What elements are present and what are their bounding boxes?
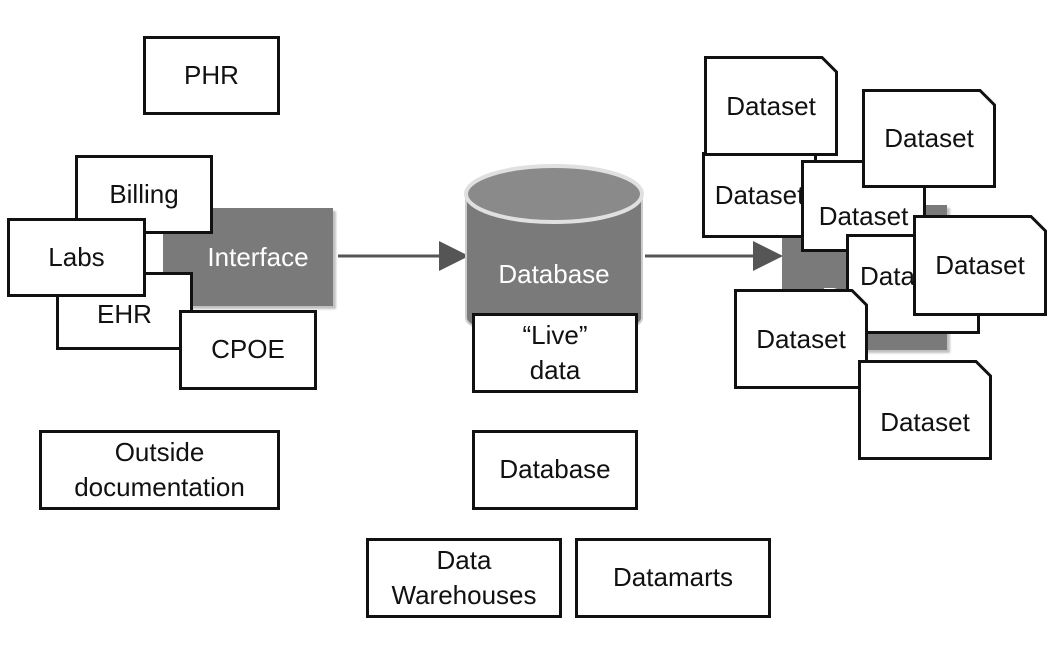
datamarts-label: Datamarts bbox=[613, 562, 733, 593]
database-box-label: Database bbox=[499, 454, 611, 485]
cpoe-box: CPOE bbox=[179, 310, 317, 390]
data-warehouses-line2: Warehouses bbox=[391, 580, 537, 610]
outside-documentation-line1: Outside bbox=[114, 436, 205, 467]
data-warehouses-box: Data Warehouses bbox=[366, 538, 562, 618]
labs-label: Labs bbox=[48, 241, 105, 272]
outside-documentation-line2: documentation bbox=[74, 472, 245, 502]
ehr-label: EHR bbox=[97, 299, 152, 330]
dataset-document: Dataset bbox=[734, 289, 868, 389]
dataset-document: Dataset bbox=[858, 360, 992, 460]
interface-label: Interface bbox=[207, 241, 309, 272]
document-icon bbox=[704, 56, 838, 156]
document-icon bbox=[858, 360, 992, 460]
dataset-document: Dataset bbox=[702, 152, 817, 238]
dataset-label: Dataset bbox=[935, 250, 1025, 280]
live-data-line1: “Live” bbox=[522, 319, 588, 350]
outside-documentation-box: Outside documentation bbox=[39, 430, 280, 510]
dataset-label: Dataset bbox=[884, 123, 974, 153]
dataset-label: Dataset bbox=[818, 200, 909, 231]
document-icon bbox=[913, 215, 1047, 316]
live-data-box: “Live” data bbox=[472, 313, 638, 393]
dataset-document: Dataset bbox=[913, 215, 1047, 316]
database-box: Database bbox=[472, 430, 638, 510]
cpoe-label: CPOE bbox=[211, 334, 285, 365]
data-warehouses-line1: Data bbox=[436, 544, 492, 575]
phr-label: PHR bbox=[184, 59, 239, 90]
dataset-label: Dataset bbox=[880, 406, 970, 437]
billing-label: Billing bbox=[109, 178, 179, 209]
dataset-label: Dataset bbox=[714, 179, 805, 210]
datamarts-box: Datamarts bbox=[575, 538, 771, 618]
document-icon bbox=[734, 289, 868, 389]
database-cylinder-label: Database bbox=[498, 258, 610, 289]
dataset-document: Dataset bbox=[862, 89, 996, 188]
dataset-label: Dataset bbox=[726, 90, 816, 121]
phr-box: PHR bbox=[143, 36, 280, 115]
document-icon bbox=[862, 89, 996, 188]
dataset-label: Dataset bbox=[756, 323, 846, 354]
dataset-document: Dataset bbox=[704, 56, 838, 156]
live-data-line2: data bbox=[529, 355, 581, 385]
labs-box: Labs bbox=[7, 218, 146, 297]
